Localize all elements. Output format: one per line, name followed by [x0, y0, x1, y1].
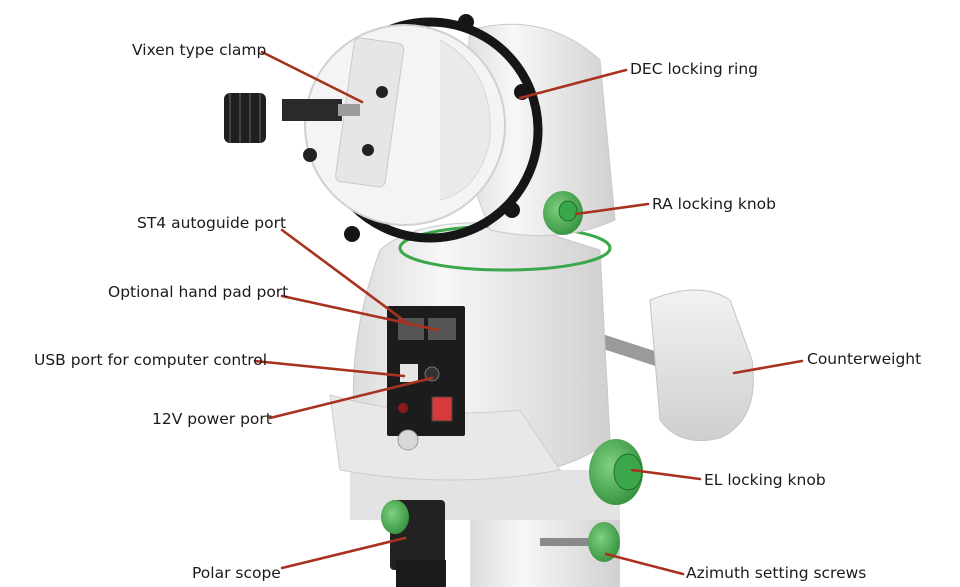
leader-lines	[253, 50, 804, 576]
leader-ra	[574, 202, 650, 216]
leader-polar	[280, 536, 407, 570]
label-usb-port: USB port for computer control	[34, 351, 268, 369]
leader-power	[268, 376, 434, 420]
control-panel	[387, 306, 465, 451]
leader-dec	[518, 68, 628, 100]
azimuth-screw	[540, 522, 620, 562]
leader-st4	[280, 228, 412, 327]
clamp-disk	[303, 24, 506, 226]
label-dec-locking-ring: DEC locking ring	[630, 60, 759, 78]
ra-knob	[543, 191, 583, 235]
leader-vixen	[260, 50, 364, 104]
leader-handpad	[280, 294, 440, 332]
label-azimuth-screws: Azimuth setting screws	[686, 564, 867, 582]
label-vixen-clamp: Vixen type clamp	[132, 41, 267, 59]
label-power-port: 12V power port	[152, 410, 272, 428]
mount-main-body	[329, 222, 612, 481]
label-el-locking-knob: EL locking knob	[704, 471, 826, 489]
label-ra-locking-knob: RA locking knob	[652, 195, 776, 213]
label-counterweight: Counterweight	[807, 350, 922, 368]
leader-counterweight	[732, 359, 804, 375]
polar-scope	[381, 500, 446, 587]
counterweight-shape	[585, 289, 754, 442]
leader-usb	[253, 359, 406, 378]
leader-el	[630, 468, 702, 481]
label-polar-scope: Polar scope	[192, 564, 281, 582]
label-st4-port: ST4 autoguide port	[137, 214, 287, 232]
label-hand-pad-port: Optional hand pad port	[108, 283, 289, 301]
clamp-knob	[224, 93, 360, 143]
leader-azimuth	[604, 552, 685, 576]
el-knob	[589, 439, 643, 505]
